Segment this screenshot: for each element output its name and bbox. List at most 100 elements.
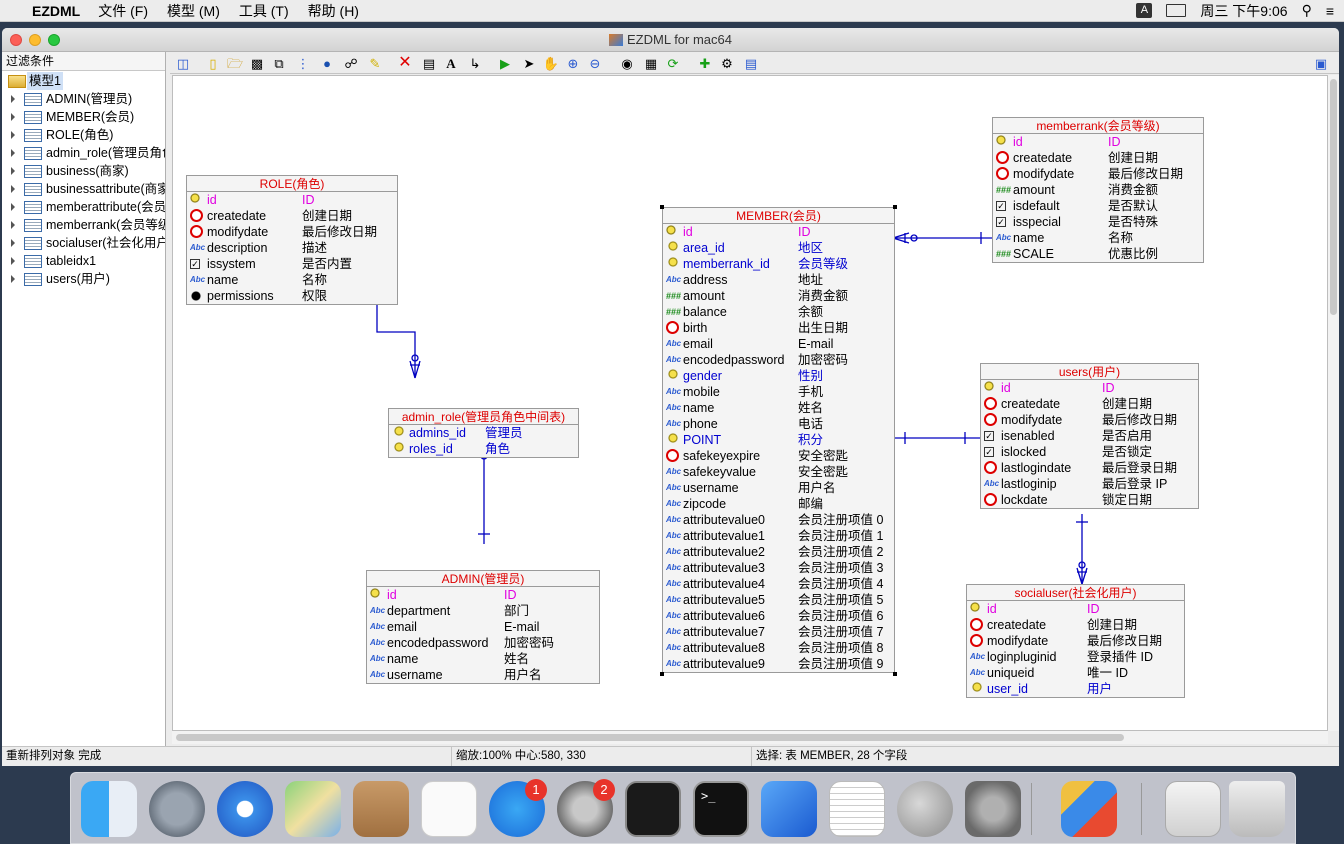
tree-root-model[interactable]: 模型1 [2,72,165,90]
hand-pan-icon[interactable]: ✋ [542,55,560,71]
image-export-icon[interactable]: ▤ [744,55,758,71]
close-button[interactable] [10,34,22,46]
keychain-icon[interactable] [897,781,953,837]
tree-item[interactable]: admin_role(管理员角色中间表) [2,144,165,162]
clock-datetime[interactable]: 周三 下午9:06 [1200,2,1288,19]
minimize-button[interactable] [29,34,41,46]
expand-arrow-icon[interactable] [11,221,15,229]
delete-icon[interactable]: ✕ [398,54,412,71]
expand-arrow-icon[interactable] [11,185,15,193]
pointer-icon[interactable]: ➤ [523,55,535,71]
expand-arrow-icon[interactable] [11,203,15,211]
batch-icon[interactable]: ⋮ [296,55,310,71]
search-icon[interactable]: ⚲ [1301,2,1312,18]
tree-item[interactable]: business(商家) [2,162,165,180]
display-icon[interactable] [1166,4,1187,17]
trash-icon[interactable] [1229,781,1285,837]
input-method-icon[interactable]: A [1136,3,1153,18]
expand-arrow-icon[interactable] [11,131,15,139]
zoom-out-icon[interactable]: ⊖ [589,55,601,71]
expand-arrow-icon[interactable] [11,113,15,121]
documents-icon[interactable] [1165,781,1221,837]
overview-icon[interactable]: ◉ [621,55,633,71]
expand-arrow-icon[interactable] [11,239,15,247]
selection-handle[interactable] [660,205,664,209]
tree-item[interactable]: MEMBER(会员) [2,108,165,126]
filter-label[interactable]: 过滤条件 [2,52,165,71]
safari-icon[interactable] [217,781,273,837]
canvas-vertical-scrollbar[interactable] [1328,75,1339,731]
xcode-icon[interactable] [761,781,817,837]
globe-icon[interactable]: ● [323,55,331,71]
layout-icon[interactable]: ▦ [644,55,658,71]
tree-item[interactable]: tableidx1 [2,252,165,270]
tree-item[interactable]: users(用户) [2,270,165,288]
selection-handle[interactable] [893,205,897,209]
maps-icon[interactable] [285,781,341,837]
app-store-icon[interactable]: 1 [489,779,547,837]
menu-file[interactable]: 文件 (F) [98,2,148,19]
expand-arrow-icon[interactable] [11,167,15,175]
disk-utility-icon[interactable] [965,781,1021,837]
canvas-horizontal-scrollbar[interactable] [172,731,1328,744]
refresh-icon[interactable]: ⟳ [667,55,679,71]
expand-arrow-icon[interactable] [11,149,15,157]
menu-help[interactable]: 帮助 (H) [307,2,359,19]
highlight-icon[interactable]: ✎ [369,55,381,71]
selection-handle[interactable] [893,672,897,676]
expand-arrow-icon[interactable] [11,275,15,283]
tree-item[interactable]: memberattribute(会员属性) [2,198,165,216]
